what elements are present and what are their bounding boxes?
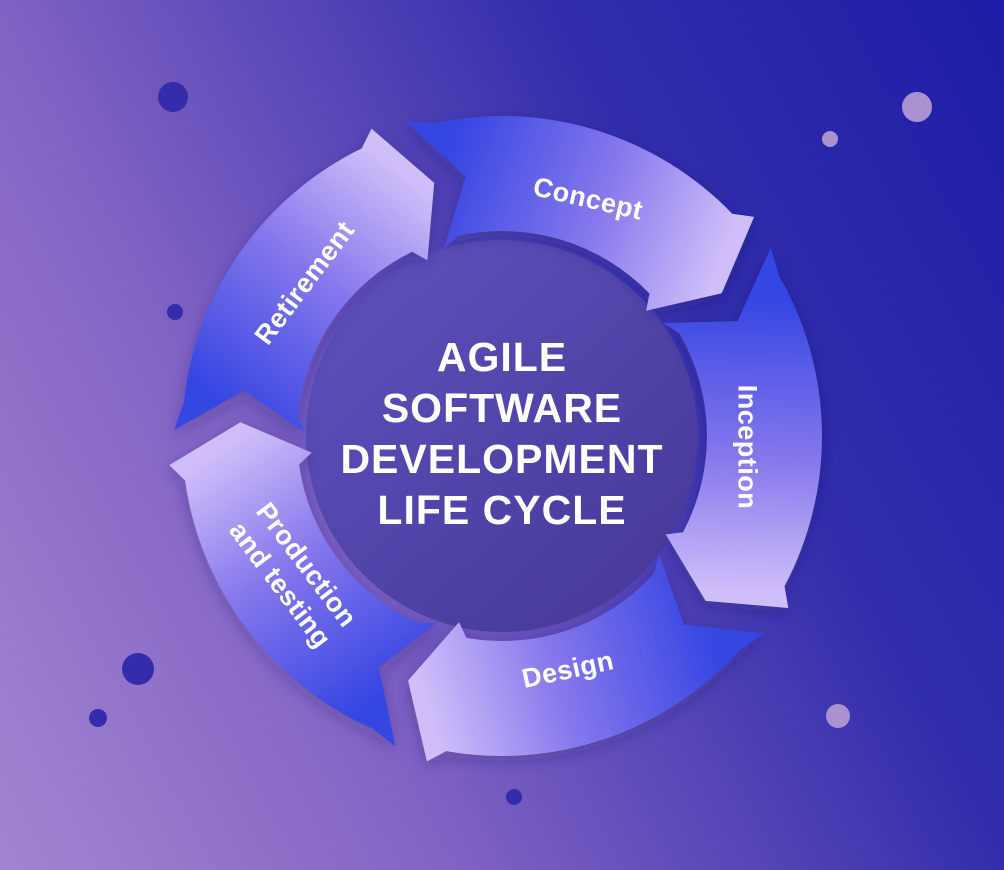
decor-dot xyxy=(122,653,154,685)
decor-dot xyxy=(158,82,188,112)
phase-label-inception: Inception xyxy=(732,384,763,510)
diagram-title-line: AGILE xyxy=(436,334,568,380)
decor-dot xyxy=(506,789,522,805)
phase-arrows xyxy=(169,116,822,762)
diagram-title-line: SOFTWARE xyxy=(381,385,623,431)
decor-dot xyxy=(89,709,107,727)
center-circle xyxy=(306,240,698,632)
diagram-title: AGILE SOFTWARE DEVELOPMENT LIFE CYCLE xyxy=(340,332,663,536)
diagram-title-line: DEVELOPMENT xyxy=(340,436,664,482)
decor-dot xyxy=(822,131,838,147)
decor-dot xyxy=(167,304,183,320)
phase-arrow-concept xyxy=(406,116,755,311)
decor-dot xyxy=(826,704,850,728)
phase-arrow-design xyxy=(408,554,764,762)
phase-arrow-inception xyxy=(663,247,822,608)
phase-arrow-retirement xyxy=(174,128,435,433)
decor-dot xyxy=(902,92,932,122)
phase-arrow-production-and-testing xyxy=(169,422,438,747)
diagram-title-line: LIFE CYCLE xyxy=(377,487,627,533)
